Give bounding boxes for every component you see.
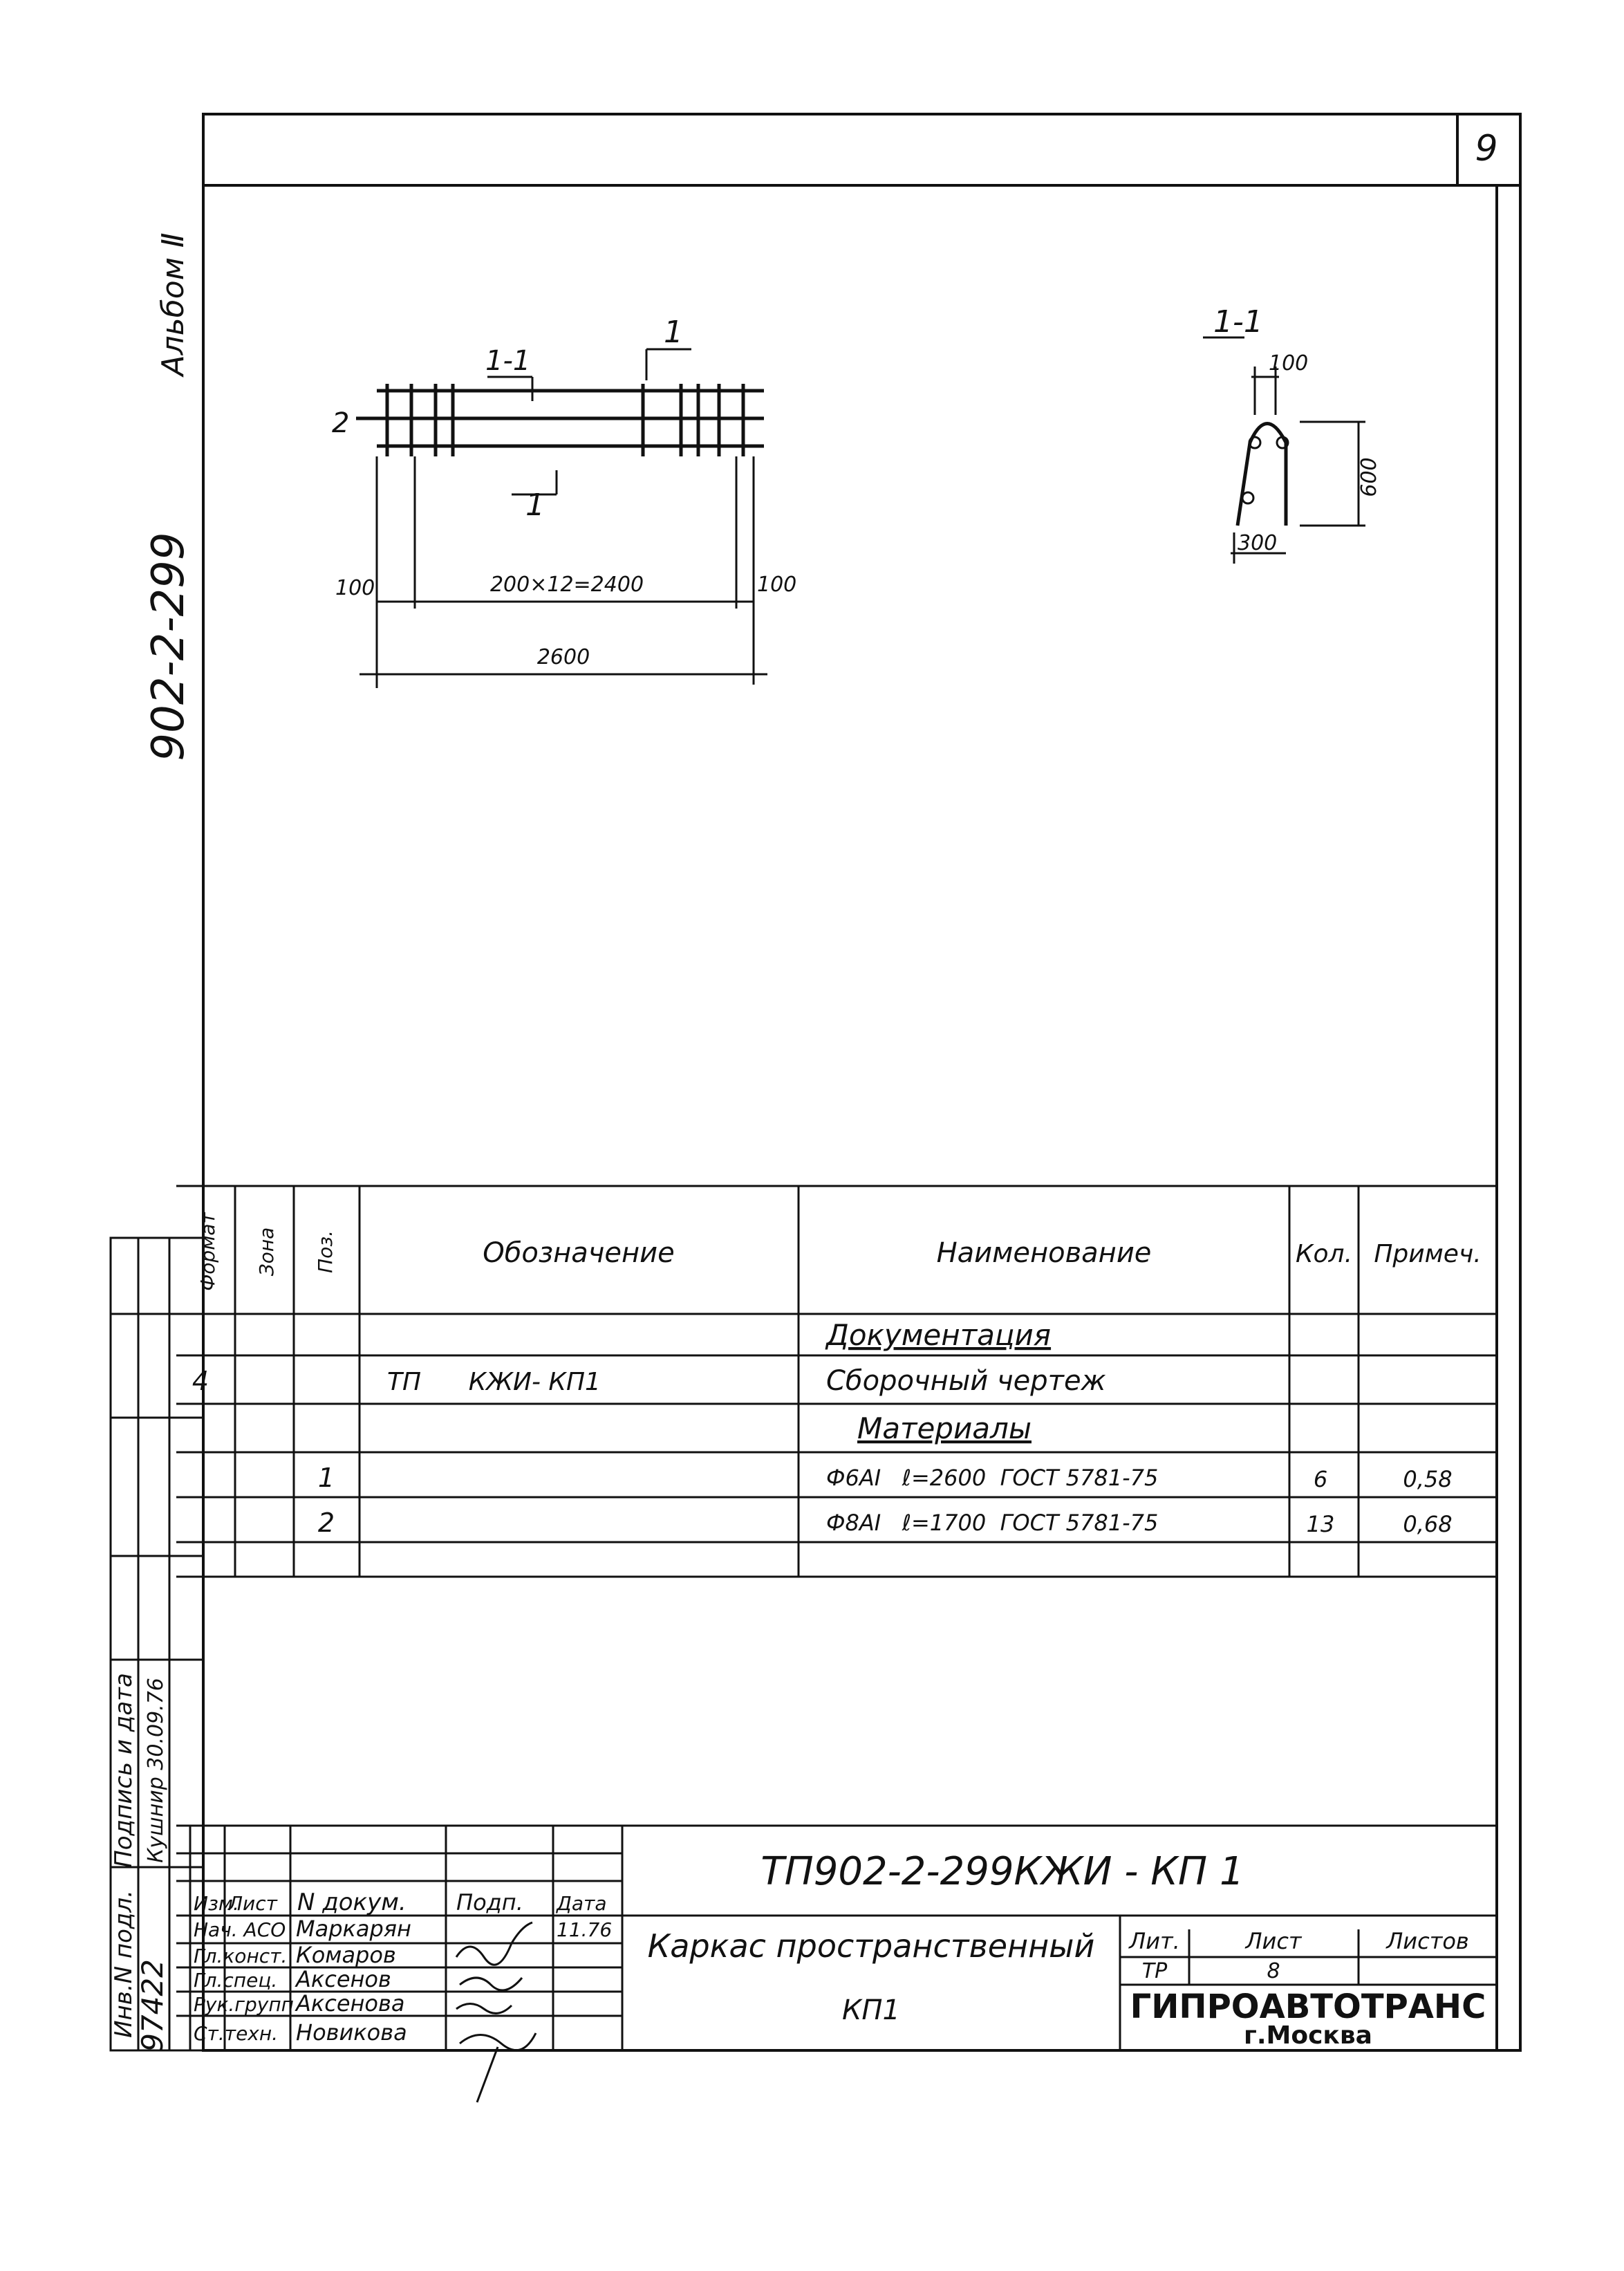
lit-label: Лит. xyxy=(1128,1928,1180,1954)
dim-100-left: 100 xyxy=(335,576,375,600)
frame xyxy=(202,113,1522,2052)
row-3-name: Ф6АI ℓ=2600 ГОСТ 5781-75 xyxy=(826,1465,1158,1491)
hdr-name: Наименование xyxy=(937,1237,1152,1269)
stamp-title-1: Каркас пространственный xyxy=(648,1927,1095,1965)
hdr-format: Формат xyxy=(196,1212,219,1291)
row-3-note: 0,58 xyxy=(1403,1466,1452,1492)
lit-value: ТР xyxy=(1142,1959,1168,1983)
section-mark-top: 1 xyxy=(664,315,683,350)
row-1-format: 4 xyxy=(192,1366,209,1396)
row-4-pos: 2 xyxy=(318,1508,335,1538)
dim-100-right: 100 xyxy=(757,573,796,597)
hdr-note: Примеч. xyxy=(1374,1240,1481,1268)
margin-strip xyxy=(109,1236,205,2052)
row-4-qty: 13 xyxy=(1307,1511,1335,1537)
hdr-zone: Зона xyxy=(255,1227,278,1277)
person-4-role: Ст.техн. xyxy=(194,2022,278,2045)
stamp-title-2: КП1 xyxy=(842,1994,900,2026)
section-mark-bottom: 1 xyxy=(525,488,545,523)
sheet-value: 8 xyxy=(1267,1959,1280,1983)
col-date: Дата xyxy=(555,1892,607,1915)
sign-label: Подпись и дата xyxy=(110,1673,138,1868)
col-list: Лист xyxy=(227,1892,278,1915)
row-0-name: Документация xyxy=(825,1318,1051,1352)
spec-table-grid xyxy=(176,1185,1497,1578)
col-doc: N докум. xyxy=(297,1889,407,1916)
hdr-designation: Обозначение xyxy=(483,1237,675,1269)
row-2-name: Материалы xyxy=(857,1411,1032,1445)
title-block-grid xyxy=(176,1824,1497,2050)
person-3-role: Рук.групп xyxy=(194,1993,294,2016)
person-0-role: Нач. АСО xyxy=(194,1918,286,1941)
person-4-name: Новикова xyxy=(296,2019,407,2046)
sheet-label: Лист xyxy=(1244,1928,1302,1954)
dim-total: 2600 xyxy=(537,645,590,669)
col-izm: Изм. xyxy=(194,1892,239,1915)
section-title: 1-1 xyxy=(1213,304,1263,340)
section-1-1: 1-1 100 600 300 xyxy=(1203,304,1381,564)
person-1-name: Комаров xyxy=(296,1942,396,1968)
sec-dim-height: 600 xyxy=(1357,457,1381,497)
person-1-role: Гл.конст. xyxy=(194,1945,287,1967)
sheet-number: 9 xyxy=(1475,128,1497,169)
stamp-doc-code: ТП902-2-299КЖИ - КП 1 xyxy=(760,1849,1244,1894)
row-4-note: 0,68 xyxy=(1403,1511,1452,1537)
col-sign: Подп. xyxy=(456,1889,523,1916)
person-0-date: 11.76 xyxy=(557,1918,612,1941)
dim-mid: 200×12=2400 xyxy=(490,573,644,597)
position-2-label: 2 xyxy=(332,407,349,439)
inv-value: 97422 xyxy=(136,1959,169,2052)
row-4-name: Ф8АI ℓ=1700 ГОСТ 5781-75 xyxy=(826,1510,1158,1536)
hdr-pos: Поз. xyxy=(314,1230,337,1273)
inv-label: Инв.N подл. xyxy=(110,1890,138,2038)
sec-dim-top: 100 xyxy=(1269,351,1308,376)
signatures xyxy=(455,1921,537,2103)
org-city: г.Москва xyxy=(1244,2021,1372,2050)
row-3-pos: 1 xyxy=(318,1463,335,1493)
row-1-designation: ТП КЖИ- КП1 xyxy=(387,1368,601,1396)
sign-value: Кушнир 30.09.76 xyxy=(144,1678,168,1863)
project-code-vertical: 902-2-299 xyxy=(143,532,194,761)
person-0-name: Маркарян xyxy=(296,1916,411,1942)
cage-elevation: 1 1-1 1 2 100 200×12=2400 100 2600 xyxy=(332,315,796,688)
sheets-label: Листов xyxy=(1385,1928,1469,1954)
person-3-name: Аксенова xyxy=(295,1990,404,2017)
sec-dim-bottom: 300 xyxy=(1238,531,1277,555)
person-2-role: Гл.спец. xyxy=(194,1969,277,1992)
row-3-qty: 6 xyxy=(1314,1466,1327,1492)
section-mark-left: 1-1 xyxy=(485,345,530,377)
row-1-name: Сборочный чертеж xyxy=(826,1365,1106,1397)
album-label: Альбом Ⅱ xyxy=(156,232,191,378)
org-name: ГИПРОАВТОТРАНС xyxy=(1130,1987,1486,2026)
hdr-qty: Кол. xyxy=(1296,1240,1352,1268)
person-2-name: Аксенов xyxy=(295,1966,391,1992)
